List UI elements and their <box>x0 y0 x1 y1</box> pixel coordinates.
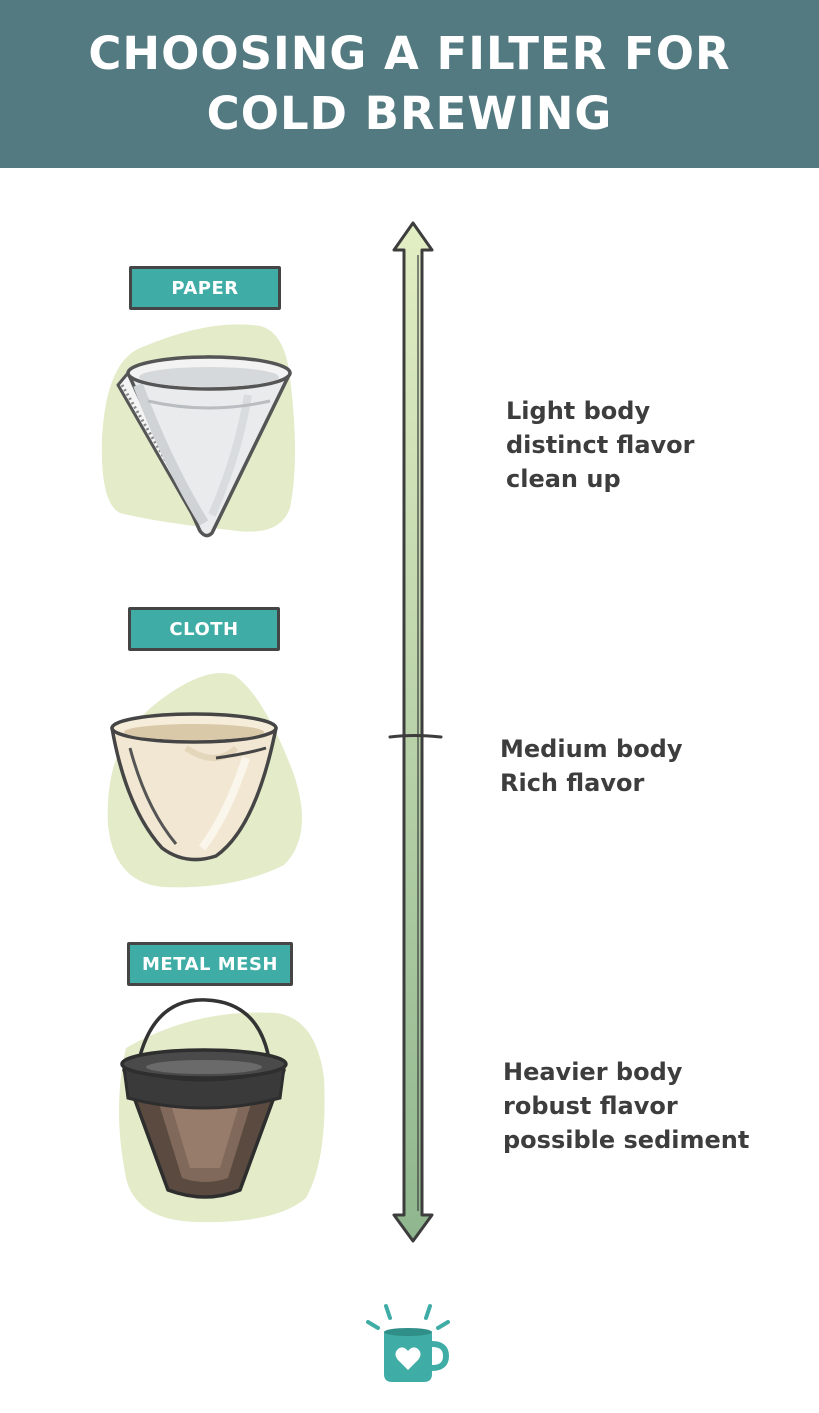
label-metal-mesh-text: METAL MESH <box>142 953 278 975</box>
paper-filter-icon <box>116 355 292 538</box>
cloth-filter-icon <box>110 712 278 862</box>
body-strength-arrow <box>388 221 443 1243</box>
label-metal-mesh: METAL MESH <box>127 942 293 986</box>
metal-mesh-filter-icon <box>120 998 288 1199</box>
heart-mug-icon <box>366 1304 450 1382</box>
cloth-desc-line: Medium body <box>500 735 683 763</box>
metal-mesh-desc-line: possible sediment <box>503 1126 750 1154</box>
cloth-description: Medium body Rich flavor <box>500 732 683 800</box>
metal-mesh-desc-line: robust flavor <box>503 1092 678 1120</box>
paper-desc-line: distinct flavor <box>506 431 695 459</box>
label-cloth: CLOTH <box>128 607 280 651</box>
page-title-line-2: COLD BREWING <box>206 87 613 140</box>
paper-desc-line: clean up <box>506 465 621 493</box>
page-title-line-1: CHOOSING A FILTER FOR <box>88 27 731 80</box>
metal-mesh-description: Heavier body robust flavor possible sedi… <box>503 1055 749 1157</box>
header-banner: CHOOSING A FILTER FOR COLD BREWING <box>0 0 819 168</box>
label-paper: PAPER <box>129 266 281 310</box>
paper-description: Light body distinct flavor clean up <box>506 394 694 496</box>
cloth-desc-line: Rich flavor <box>500 769 645 797</box>
paper-desc-line: Light body <box>506 397 651 425</box>
metal-mesh-desc-line: Heavier body <box>503 1058 683 1086</box>
label-paper-text: PAPER <box>171 277 239 299</box>
label-cloth-text: CLOTH <box>169 618 239 640</box>
